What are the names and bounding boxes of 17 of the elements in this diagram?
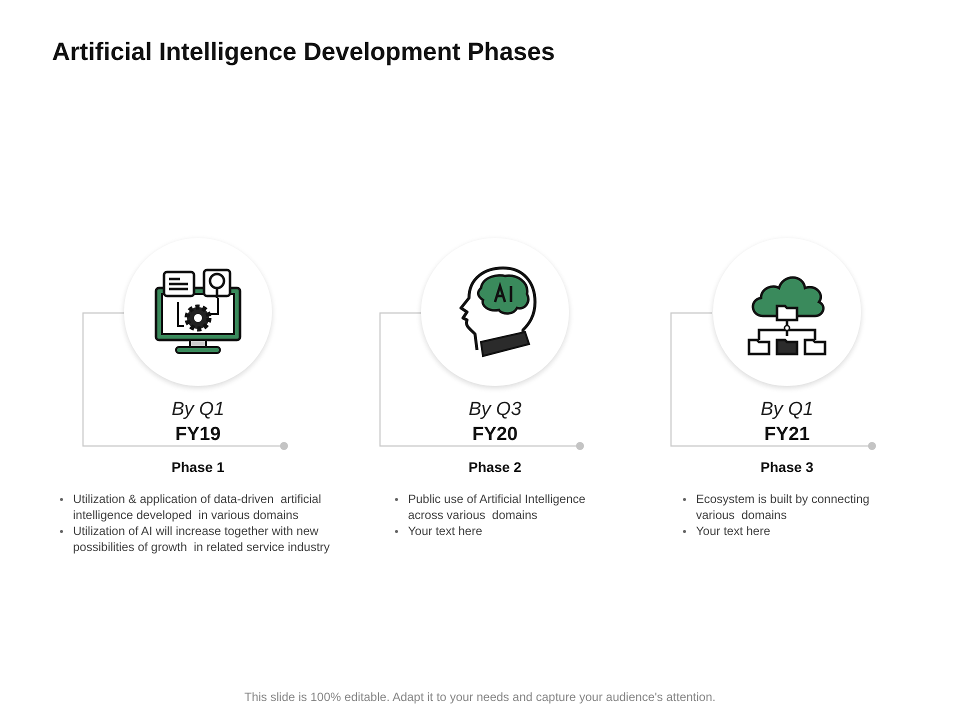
slide-title: Artificial Intelligence Development Phases xyxy=(52,37,555,68)
year-text: FY19 xyxy=(174,425,222,444)
date-text: By Q1 xyxy=(170,400,226,419)
bullet-text: Ecosystem is built by connecting various domains xyxy=(696,491,870,523)
bullet-text: Utilization & application of data-driven artificial intelligence developed in various domains xyxy=(73,491,322,523)
date-text: By Q3 xyxy=(468,400,522,419)
year-text: FY21 xyxy=(763,425,811,444)
date-text: By Q1 xyxy=(760,400,814,419)
phase-heading: Phase 2 xyxy=(468,460,522,474)
year-text: FY20 xyxy=(471,425,519,444)
phase-heading: Phase 3 xyxy=(760,460,814,474)
footer-note: This slide is 100% editable. Adapt it to your needs and capture your audience's attention. xyxy=(243,689,717,706)
bullet-text: Your text here xyxy=(696,523,770,539)
bullet-text: Public use of Artificial Intelligence across various domains xyxy=(408,491,586,523)
phase-heading: Phase 1 xyxy=(170,460,226,474)
bullet-text: Your text here xyxy=(408,523,482,539)
bullet-text: Utilization of AI will increase together with new possibilities of growth in related service industry xyxy=(73,523,331,555)
